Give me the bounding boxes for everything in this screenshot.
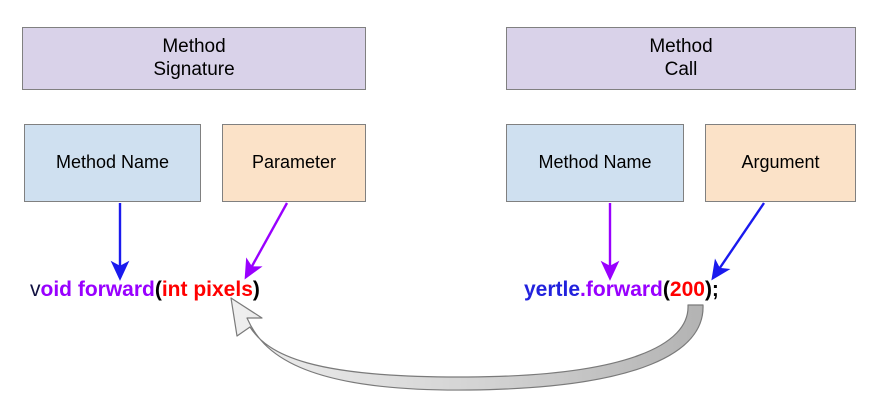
signature-parameter-arrow bbox=[244, 202, 289, 280]
code-token-punct-2: ( bbox=[154, 278, 162, 301]
code-token-punct-2: ( bbox=[662, 278, 670, 301]
method-signature-code-line: void forward(int pixels) bbox=[30, 278, 260, 302]
code-token-method-1: .forward bbox=[580, 278, 663, 301]
code-token-punct-4: ); bbox=[704, 278, 719, 301]
code-token-punct-4: ) bbox=[252, 278, 260, 301]
call-argument-arrow bbox=[711, 202, 765, 281]
code-token-object-0: yertle bbox=[524, 278, 581, 301]
method-signature-header-box: Method Signature bbox=[22, 27, 366, 90]
code-token-keyword-1: oid forward bbox=[40, 278, 155, 301]
signature-method-name-box: Method Name bbox=[24, 124, 201, 202]
method-call-header-box: Method Call bbox=[506, 27, 856, 90]
argument-to-parameter-curved-arrow bbox=[230, 297, 704, 391]
code-token-type-3: int pixels bbox=[161, 278, 253, 301]
code-token-number-3: 200 bbox=[669, 278, 705, 301]
signature-parameter-box: Parameter bbox=[222, 124, 366, 202]
call-argument-box: Argument bbox=[705, 124, 856, 202]
call-method-name-box: Method Name bbox=[506, 124, 684, 202]
method-call-code-line: yertle.forward(200); bbox=[524, 278, 719, 302]
code-token-plain-0: v bbox=[30, 278, 41, 301]
